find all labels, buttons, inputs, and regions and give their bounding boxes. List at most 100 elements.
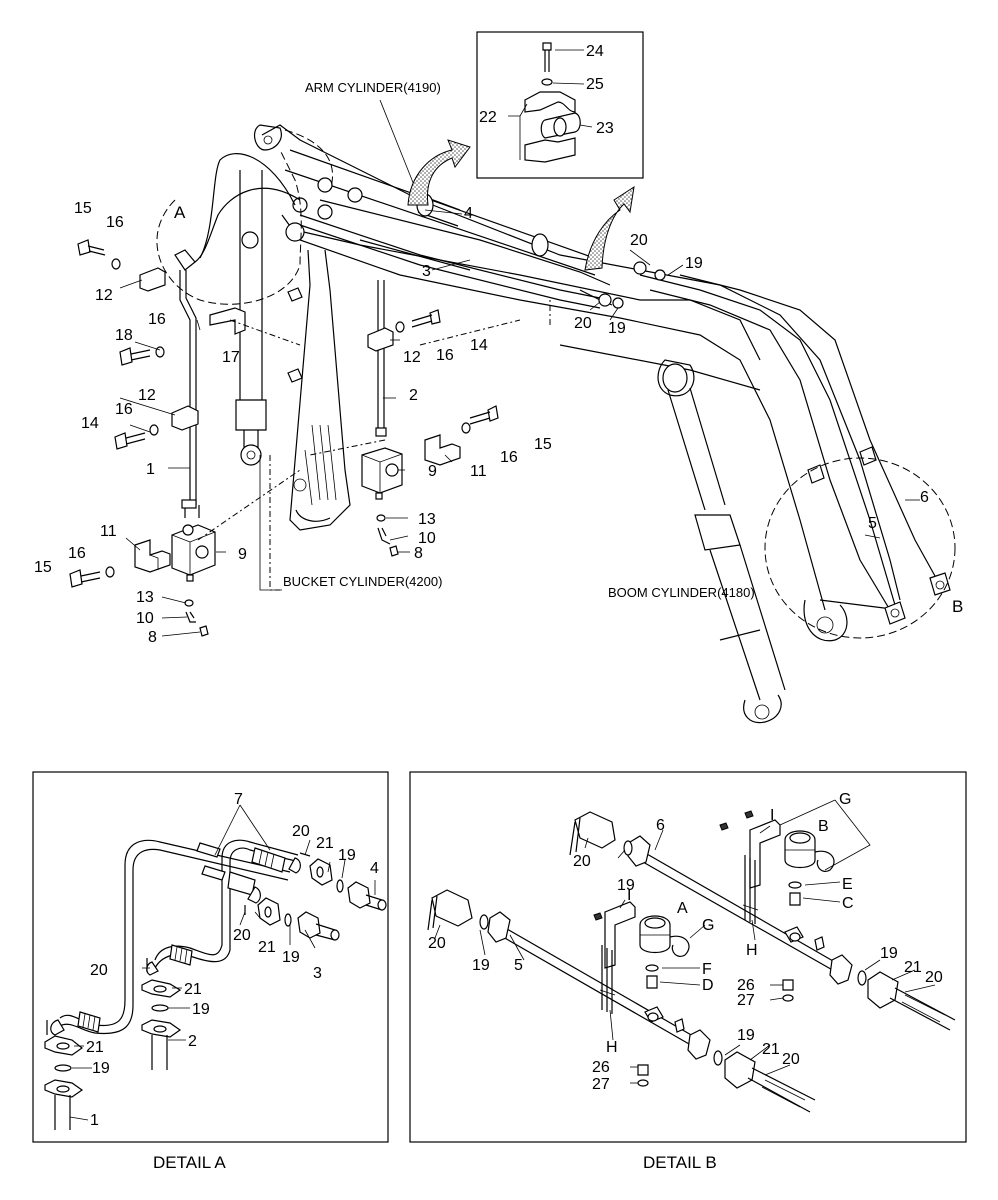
callouts-detail-a: 7 20 21 19 4 20 21 19 3 20 21 19 2 21 19… — [86, 791, 379, 1129]
callout: G — [702, 917, 714, 934]
callout: 3 — [422, 263, 431, 280]
callout: 5 — [868, 515, 877, 532]
leader-lines — [196, 99, 551, 591]
callout: 21 — [184, 981, 202, 998]
callout: 19 — [617, 877, 635, 894]
callout: 26 — [592, 1059, 610, 1076]
bucket-cylinder-label: BUCKET CYLINDER(4200) — [283, 574, 442, 589]
callout: 5 — [514, 957, 523, 974]
boom-cylinder — [657, 359, 786, 724]
callouts-main: 24 25 22 23 4 3 20 19 20 19 15 16 12 16 … — [34, 43, 929, 646]
accumulator-a — [639, 915, 690, 957]
callout: 27 — [737, 992, 755, 1009]
callout-lines-main — [119, 49, 920, 637]
callout: 1 — [90, 1112, 99, 1129]
callout: H — [606, 1039, 618, 1056]
bucket-cylinder — [235, 170, 267, 466]
callout: 20 — [233, 927, 251, 944]
bracket-11-left — [134, 539, 171, 573]
callout: 21 — [258, 939, 276, 956]
callout: 20 — [90, 962, 108, 979]
callout: 16 — [500, 449, 518, 466]
callout: 19 — [472, 957, 490, 974]
detail-b-panel — [409, 771, 967, 1143]
callout: 7 — [234, 791, 243, 808]
callout: 8 — [148, 629, 157, 646]
callout: 2 — [409, 387, 418, 404]
callout: H — [746, 942, 758, 959]
callout: 15 — [34, 559, 52, 576]
callout: 17 — [222, 349, 240, 366]
callout: 27 — [592, 1076, 610, 1093]
callout: 20 — [782, 1051, 800, 1068]
callout: G — [839, 791, 851, 808]
detail-a-panel — [32, 771, 389, 1143]
callout: 3 — [313, 965, 322, 982]
callout: 6 — [920, 489, 929, 506]
callout: 10 — [418, 530, 436, 547]
callout: 23 — [596, 120, 614, 137]
callout: E — [842, 876, 853, 893]
callout: 20 — [292, 823, 310, 840]
callout: 1 — [146, 461, 155, 478]
callout: 20 — [574, 315, 592, 332]
bracket-17 — [209, 307, 246, 335]
callout: D — [702, 977, 714, 994]
callout: 2 — [188, 1033, 197, 1050]
callout: F — [702, 961, 712, 978]
arm-pipes — [299, 199, 666, 309]
callout: 4 — [370, 860, 379, 877]
callout: 11 — [100, 523, 117, 540]
callout: 21 — [316, 835, 334, 852]
callout: I — [770, 807, 774, 824]
callout: 20 — [630, 232, 648, 249]
callout: 24 — [586, 43, 604, 60]
callout: 22 — [479, 109, 497, 126]
callout: 19 — [685, 255, 703, 272]
valve-9-right — [361, 447, 403, 500]
callout: 12 — [138, 387, 156, 404]
callout: 25 — [586, 76, 604, 93]
detail-a-marker: A — [174, 203, 186, 222]
callout: 11 — [470, 463, 487, 480]
callout: 10 — [136, 610, 154, 627]
callout: 12 — [403, 349, 421, 366]
callout: 13 — [418, 511, 436, 528]
callout: 14 — [81, 415, 99, 432]
boom-cylinder-label: BOOM CYLINDER(4180) — [608, 585, 755, 600]
callout: 21 — [904, 959, 922, 976]
valve-9-left — [171, 524, 216, 582]
callout: 9 — [238, 546, 247, 563]
callout: C — [842, 895, 854, 912]
callout: 13 — [136, 589, 154, 606]
callout: 19 — [737, 1027, 755, 1044]
callout: 26 — [737, 977, 755, 994]
callout: 19 — [338, 847, 356, 864]
arm-structure — [253, 124, 351, 531]
hoses-to-attachment — [174, 153, 301, 271]
callout: 15 — [74, 200, 92, 217]
callout: 20 — [925, 969, 943, 986]
detail-a-caption: DETAIL A — [153, 1153, 226, 1172]
callout: 21 — [86, 1039, 104, 1056]
callout: 18 — [115, 327, 133, 344]
callout: 20 — [573, 853, 591, 870]
callout: 4 — [464, 205, 473, 222]
bracket-11-right — [424, 434, 461, 466]
detail-b-outline — [764, 457, 956, 639]
callout: 19 — [608, 320, 626, 337]
callout: 16 — [148, 311, 166, 328]
callout: 19 — [192, 1001, 210, 1018]
callout: 20 — [428, 935, 446, 952]
callout: 12 — [95, 287, 113, 304]
arm-cylinder-label: ARM CYLINDER(4190) — [305, 80, 441, 95]
callout: 9 — [428, 463, 437, 480]
text-labels: ARM CYLINDER(4190) BUCKET CYLINDER(4200)… — [153, 80, 963, 1172]
callout: B — [818, 818, 829, 835]
callout: I — [627, 887, 631, 904]
callout: 19 — [282, 949, 300, 966]
pipe-1 — [179, 270, 200, 518]
callout: 16 — [436, 347, 454, 364]
inset-arrows — [407, 139, 635, 271]
